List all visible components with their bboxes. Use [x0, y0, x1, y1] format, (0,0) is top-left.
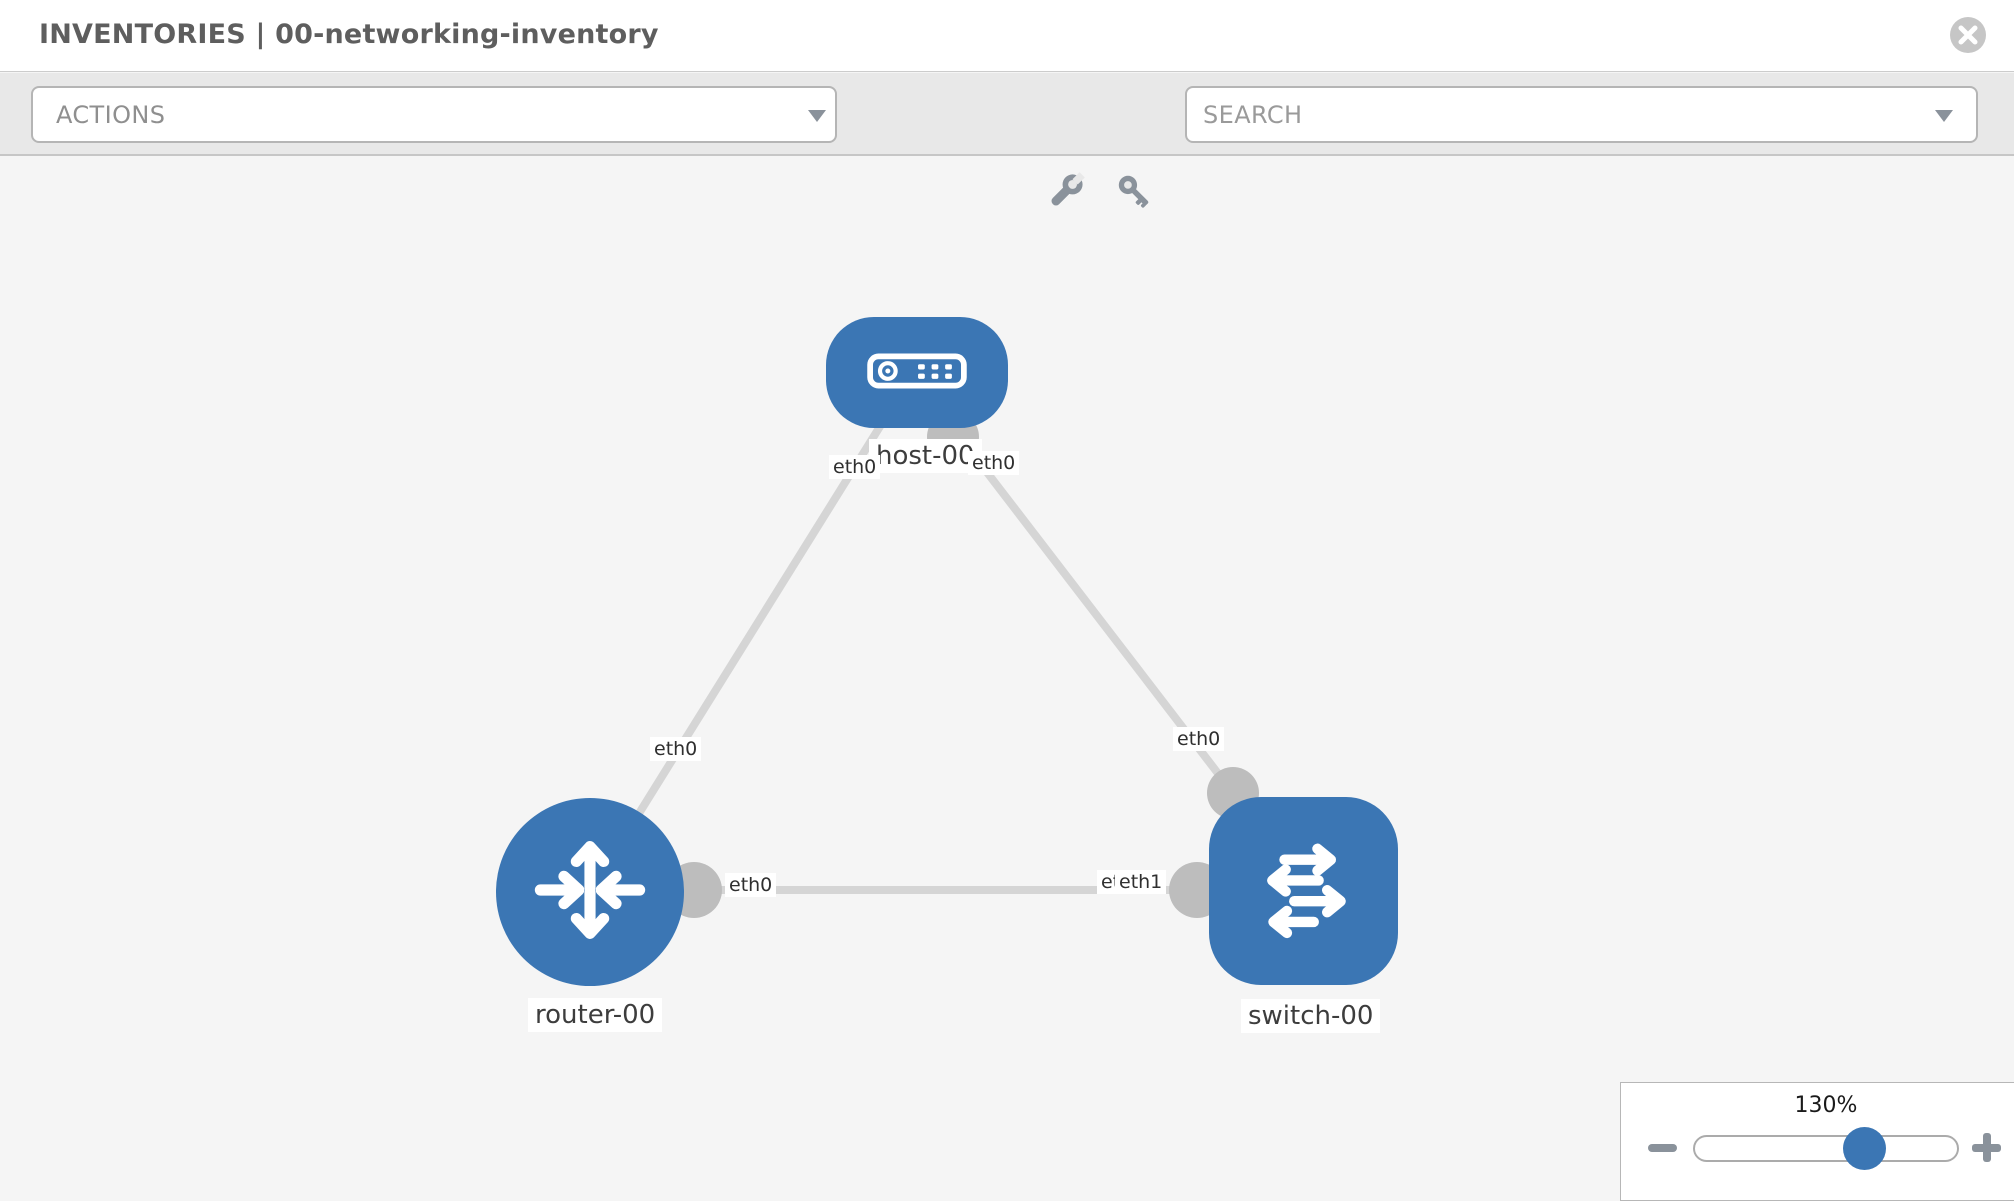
node-label-switch-00: switch-00 — [1241, 999, 1381, 1033]
iface-label-host-eth0-to-router: eth0 — [829, 455, 881, 479]
zoom-out-button[interactable] — [1648, 1144, 1677, 1152]
zoom-control-panel: 130% — [1620, 1082, 2014, 1201]
actions-dropdown[interactable]: ACTIONS — [31, 86, 837, 143]
host-icon — [867, 353, 967, 393]
configure-tools-button[interactable] — [1046, 171, 1086, 211]
key-icon — [1114, 175, 1154, 215]
node-switch-00[interactable] — [1209, 797, 1398, 985]
zoom-slider-track[interactable] — [1693, 1135, 1959, 1162]
zoom-slider-thumb[interactable] — [1843, 1127, 1886, 1170]
search-input[interactable] — [1203, 100, 1893, 129]
actions-dropdown-label: ACTIONS — [56, 100, 166, 129]
iface-label-switch-eth0-to-host: eth0 — [1173, 727, 1225, 751]
router-icon — [528, 828, 652, 956]
node-host-00[interactable] — [826, 317, 1008, 428]
links-layer — [586, 411, 1259, 918]
close-button[interactable] — [1950, 17, 1986, 53]
wrench-icon — [1046, 172, 1086, 215]
iface-label-switch-eth1-to-router: eth1 — [1115, 870, 1167, 894]
breadcrumb-header: INVENTORIES | 00-networking-inventory — [0, 0, 2014, 72]
node-label-host-00: host-00 — [869, 439, 982, 473]
switch-icon — [1243, 828, 1365, 954]
zoom-in-button[interactable] — [1972, 1133, 2001, 1162]
iface-label-router-eth0-to-switch: eth0 — [725, 873, 777, 897]
node-router-00[interactable] — [496, 798, 684, 986]
page-title: INVENTORIES | 00-networking-inventory — [39, 19, 659, 50]
credentials-button[interactable] — [1114, 171, 1154, 211]
iface-label-host-eth0-to-switch: eth0 — [968, 451, 1020, 475]
node-label-router-00: router-00 — [528, 998, 663, 1032]
topology-canvas[interactable]: host-00 router-00 switch-00 eth0 eth0 et… — [0, 156, 2014, 1200]
caret-down-icon — [808, 110, 826, 122]
caret-down-icon — [1935, 110, 1953, 122]
toolbar: ACTIONS — [0, 73, 2014, 208]
search-dropdown[interactable] — [1185, 86, 1978, 143]
zoom-percent-label: 130% — [1794, 1093, 1858, 1118]
iface-label-router-eth0-to-host: eth0 — [650, 737, 702, 761]
